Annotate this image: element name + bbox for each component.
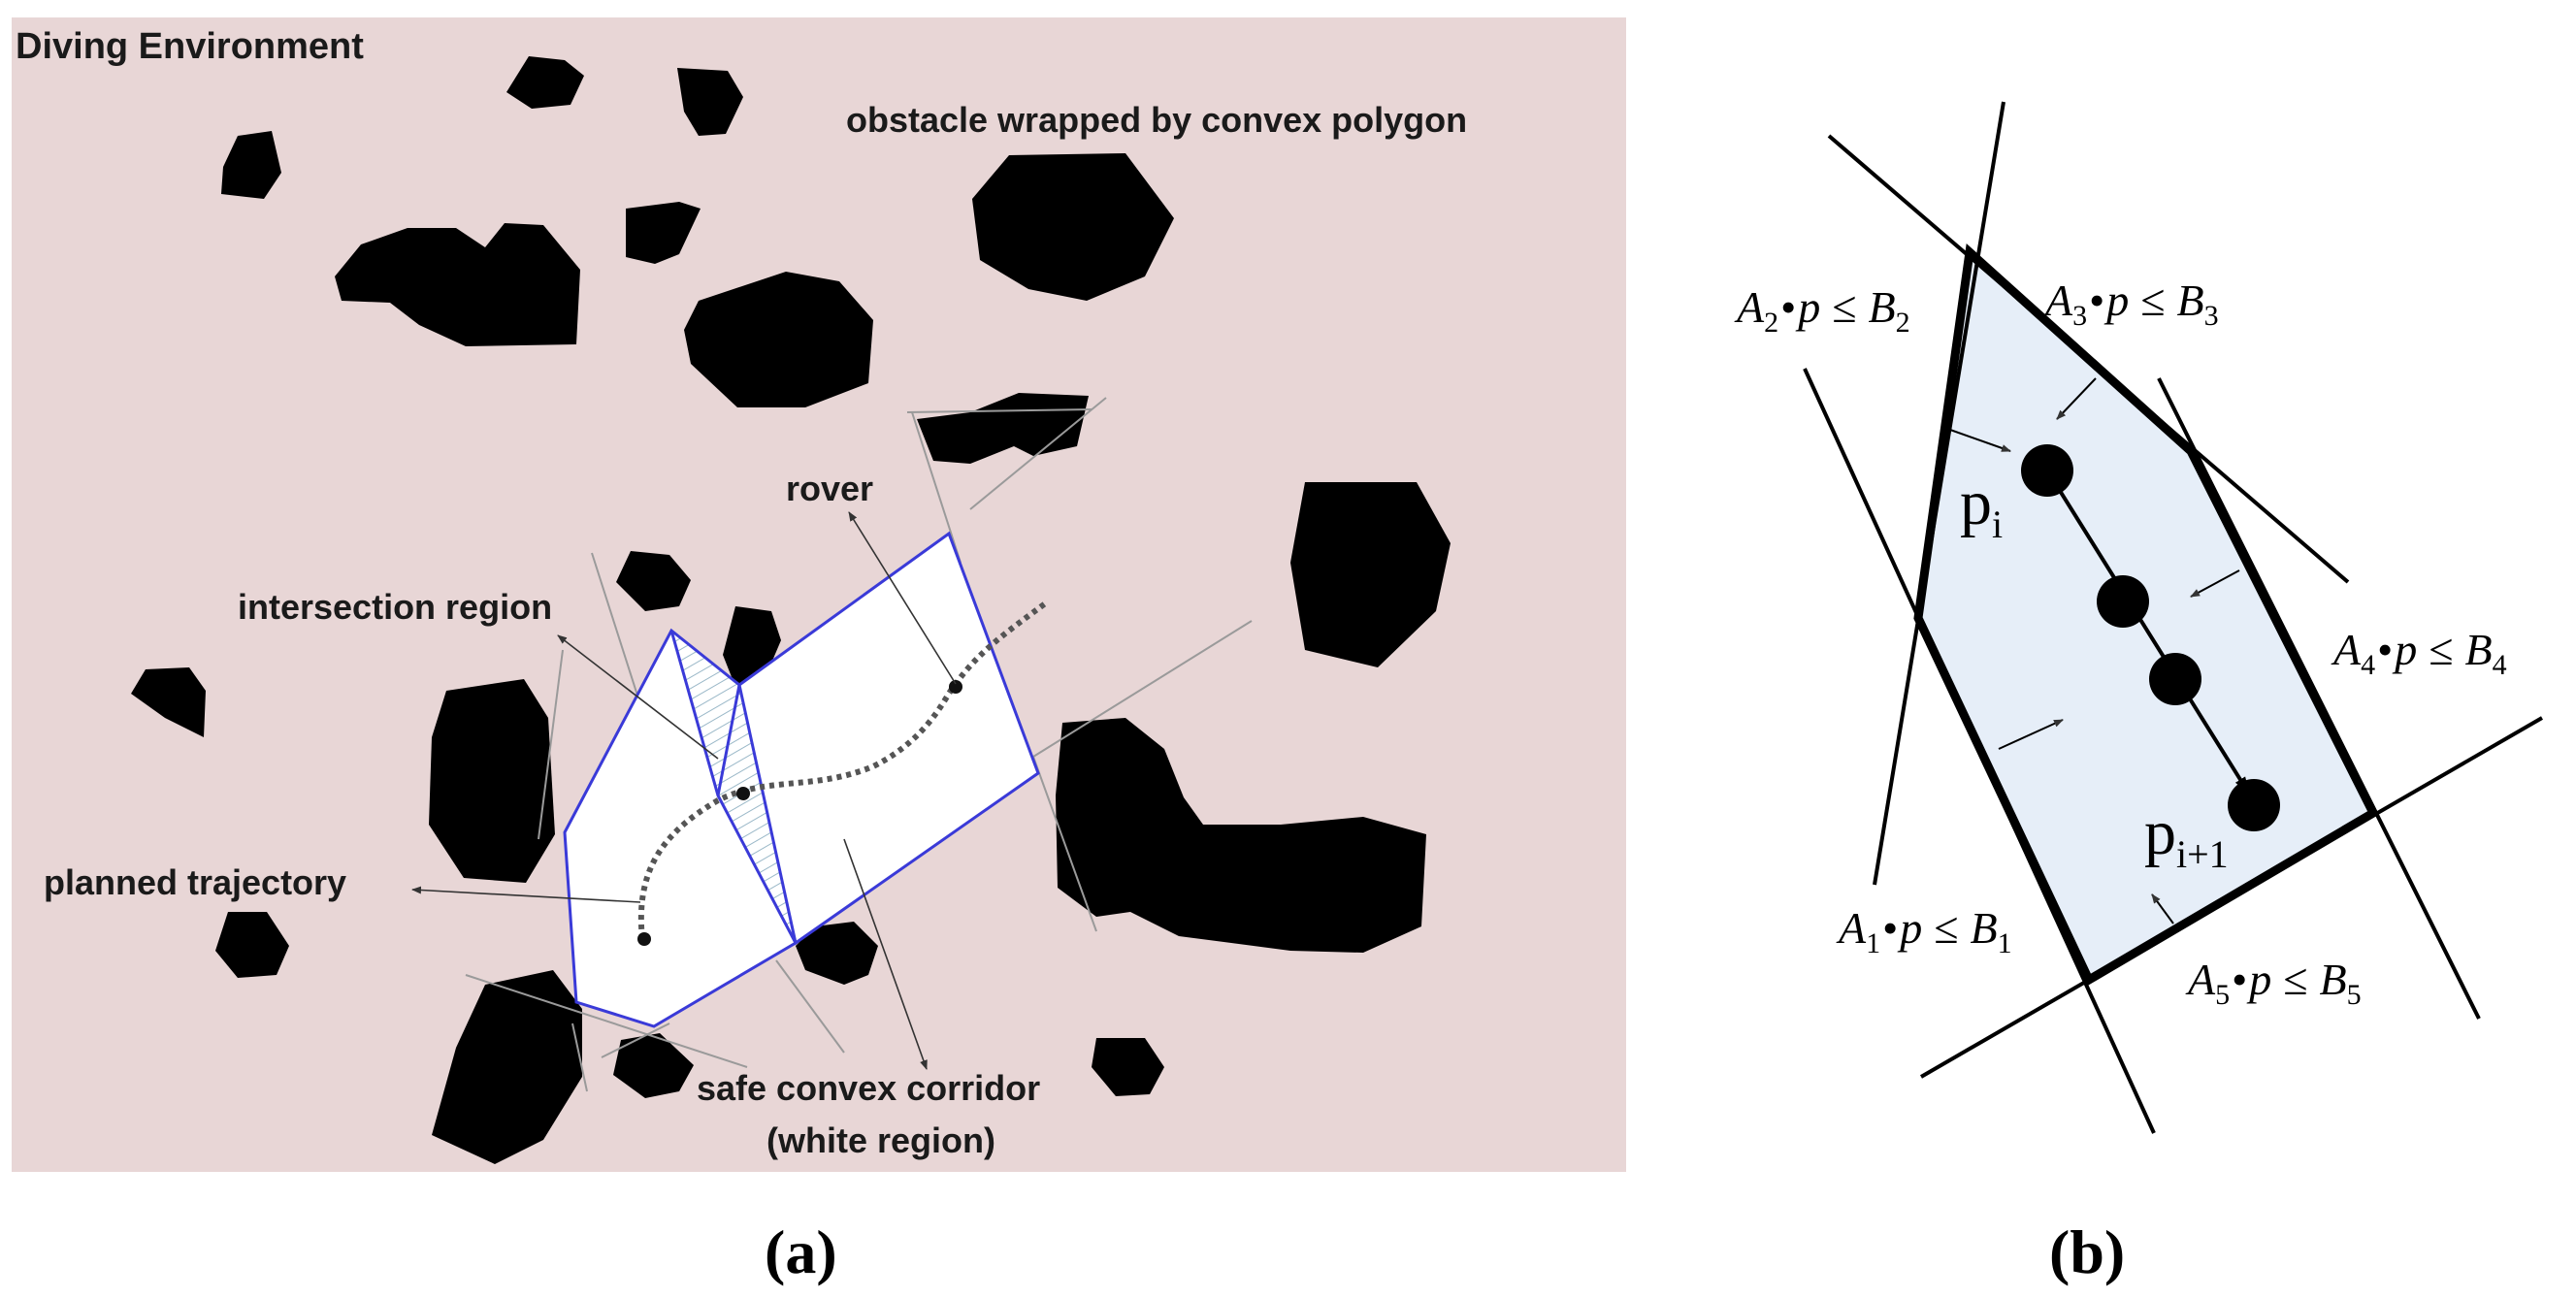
- constraint-a3: A3•p≤B3: [2042, 276, 2219, 332]
- intersection-region: [671, 631, 796, 943]
- title: Diving Environment: [16, 26, 364, 67]
- region-boundary: [1913, 243, 2379, 987]
- obstacles: [131, 56, 1451, 1164]
- constraint-a2: A2•p≤B2: [1734, 282, 1910, 339]
- label-trajectory: planned trajectory: [44, 862, 346, 902]
- obstacle: [215, 912, 289, 978]
- label-rover: rover: [786, 469, 873, 508]
- caption-b: (b): [2049, 1217, 2125, 1286]
- constraint-a5: A5•p≤B5: [2185, 955, 2362, 1011]
- label-pi: pi: [1960, 468, 2003, 546]
- constraint-a4: A4•p≤B4: [2331, 625, 2507, 681]
- corridor-edges: [563, 531, 1040, 1028]
- label-corridor-sub: (white region): [766, 1120, 995, 1160]
- point-mid2: [2149, 653, 2201, 705]
- obstacle: [796, 922, 878, 985]
- annotation-arrows: [411, 511, 957, 1070]
- point-pi: [2021, 444, 2073, 497]
- obstacle: [1092, 1038, 1164, 1096]
- label-obstacle: obstacle wrapped by convex polygon: [846, 100, 1467, 140]
- obstacle: [626, 202, 701, 264]
- label-corridor: safe convex corridor: [697, 1068, 1040, 1108]
- planned-trajectory: [637, 599, 1050, 940]
- obstacle: [221, 131, 281, 199]
- obstacle: [131, 667, 206, 737]
- label-pi1: pi+1: [2144, 797, 2229, 876]
- obstacle: [429, 679, 555, 883]
- obstacle: [335, 223, 580, 346]
- obstacle: [616, 551, 691, 611]
- obstacle: [1290, 482, 1451, 667]
- normal-arrows: [1949, 377, 2240, 925]
- rover: [949, 680, 962, 694]
- caption-a: (a): [765, 1217, 837, 1286]
- obstacle: [506, 56, 584, 109]
- point-pi1: [2228, 779, 2280, 831]
- obstacle: [677, 68, 743, 136]
- obstacle: [684, 272, 873, 407]
- panel-b: pi pi+1 A2•p≤B2 A3•p≤B3 A4•p≤B4 A1•p≤B1 …: [1734, 101, 2544, 1286]
- obstacle: [432, 970, 582, 1164]
- point-mid1: [2097, 575, 2149, 628]
- trajectory-start: [637, 932, 651, 946]
- constraint-a1: A1•p≤B1: [1836, 903, 2012, 959]
- obstacle: [613, 1033, 694, 1098]
- panel-a: Diving Environment obstacle wrapped by c…: [12, 17, 1626, 1286]
- label-intersection: intersection region: [238, 587, 552, 627]
- feasible-region: [1918, 252, 2373, 980]
- waypoint: [736, 787, 750, 800]
- obstacle: [972, 153, 1174, 301]
- trajectory-points: [2021, 444, 2280, 831]
- obstacle: [1056, 718, 1426, 953]
